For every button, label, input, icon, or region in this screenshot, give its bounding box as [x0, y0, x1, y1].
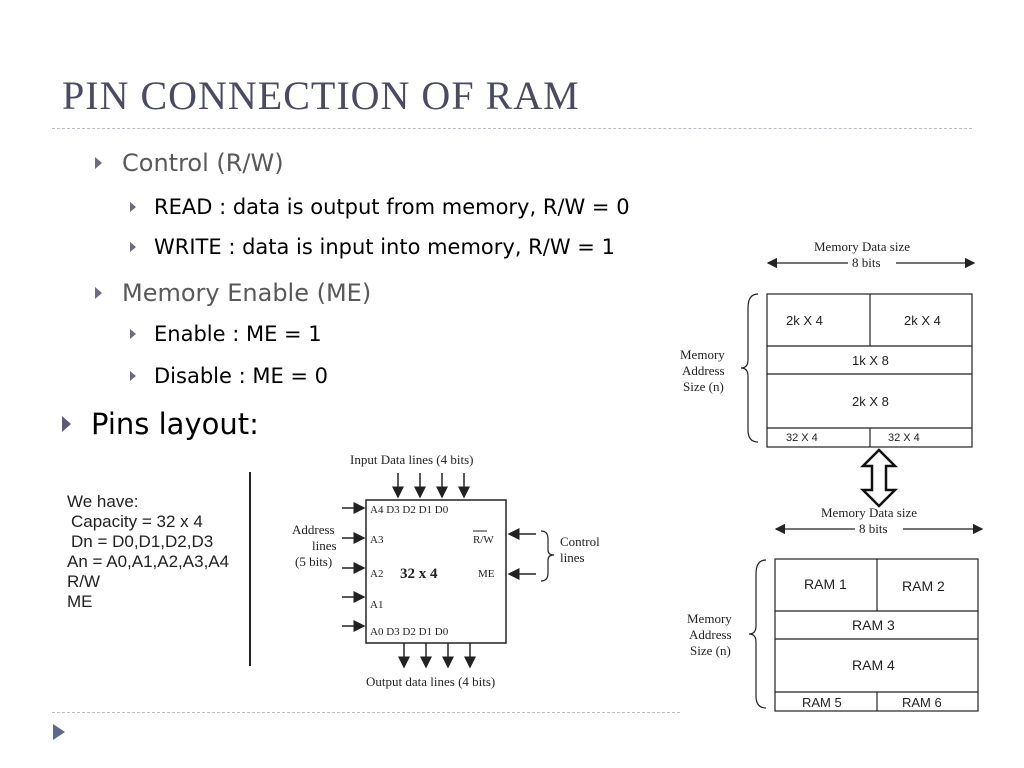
memory-cell: RAM 6 [902, 695, 942, 710]
memory-cell: 2k X 8 [852, 394, 889, 409]
footer-divider [52, 712, 680, 713]
address-size-label: Size (n) [683, 379, 724, 394]
memory-cell: RAM 2 [902, 578, 945, 594]
memory-cell: 32 X 4 [888, 432, 920, 444]
bullet-arrow-icon [95, 157, 102, 169]
pin-a1: A1 [370, 599, 383, 611]
slide-marker-icon [53, 724, 65, 740]
bullet-text: Disable : ME = 0 [154, 364, 329, 388]
address-size-label: Memory [680, 347, 725, 362]
page-title: PIN CONNECTION OF RAM [62, 73, 580, 118]
memory-map-top: Memory Data size 8 bits Memory Address S… [680, 239, 976, 448]
memory-cell: RAM 4 [852, 657, 895, 673]
address-size-label: Address [689, 627, 732, 642]
pin-rw: R/W [473, 534, 494, 546]
memory-cell: RAM 1 [804, 576, 847, 592]
bullet-text: Control (R/W) [122, 149, 284, 177]
bullet-control: Control (R/W) [95, 149, 284, 177]
bullet-text: Memory Enable (ME) [122, 279, 372, 307]
we-have-me: ME [67, 592, 93, 611]
we-have-dn: Dn = D0,D1,D2,D3 [71, 532, 214, 551]
chip-diagram: Input Data lines (4 bits) A4 D3 D2 D1 D0… [292, 452, 600, 689]
data-size-label: Memory Data size [821, 505, 917, 520]
bullet-arrow-icon [130, 371, 136, 381]
memory-cell: 1k X 8 [852, 353, 889, 368]
we-have-rw: R/W [67, 572, 101, 591]
bullet-arrow-icon [130, 242, 136, 252]
control-brace [540, 530, 555, 582]
address-label: lines [312, 538, 337, 553]
bullet-enable: Enable : ME = 1 [130, 322, 322, 346]
pin-me: ME [478, 568, 495, 580]
we-have-capacity: Capacity = 32 x 4 [71, 512, 203, 531]
address-label: (5 bits) [295, 554, 332, 569]
bullet-text: Pins layout: [91, 407, 259, 441]
memory-cell: RAM 5 [802, 695, 842, 710]
output-lines-label: Output data lines (4 bits) [366, 674, 495, 689]
control-label: lines [560, 550, 585, 565]
bullet-write: WRITE : data is input into memory, R/W =… [130, 235, 615, 259]
bullet-arrow-icon [62, 416, 71, 432]
bullet-text: Enable : ME = 1 [154, 322, 322, 346]
title-divider [52, 128, 972, 129]
double-arrow-icon [859, 448, 899, 508]
input-lines-label: Input Data lines (4 bits) [350, 452, 473, 467]
data-bits-label: 8 bits [859, 521, 888, 536]
memory-map-bottom: Memory Data size 8 bits Memory Address S… [687, 505, 984, 712]
we-have-heading: We have: [67, 492, 139, 511]
bullet-arrow-icon [95, 287, 102, 299]
memory-cell: 2k X 4 [786, 313, 823, 328]
bullet-arrow-icon [130, 202, 136, 212]
memory-cell: 32 X 4 [786, 432, 818, 444]
bullet-memory-enable: Memory Enable (ME) [95, 279, 371, 307]
bullet-text: READ : data is output from memory, R/W =… [154, 195, 630, 219]
memory-cell: 2k X 4 [904, 313, 941, 328]
bullet-arrow-icon [130, 329, 136, 339]
bullet-disable: Disable : ME = 0 [130, 364, 328, 388]
bullet-text: WRITE : data is input into memory, R/W =… [154, 235, 615, 259]
pin-a3: A3 [370, 534, 384, 546]
control-label: Control [560, 534, 600, 549]
address-label: Address [292, 522, 335, 537]
we-have-block: We have: Capacity = 32 x 4 Dn = D0,D1,D2… [67, 492, 229, 612]
bullet-pins-layout: Pins layout: [62, 407, 259, 441]
address-brace [740, 293, 759, 443]
bullet-read: READ : data is output from memory, R/W =… [130, 195, 630, 219]
data-bits-label: 8 bits [852, 255, 881, 270]
memory-cell: RAM 3 [852, 617, 895, 633]
vertical-divider [249, 472, 251, 666]
chip-bottom-pins: A0 D3 D2 D1 D0 [370, 626, 449, 638]
chip-box [365, 499, 507, 644]
address-size-label: Memory [687, 611, 732, 626]
address-size-label: Address [682, 363, 725, 378]
address-size-label: Size (n) [690, 643, 731, 658]
pin-a2: A2 [370, 568, 383, 580]
chip-label: 32 x 4 [400, 566, 438, 582]
chip-top-pins: A4 D3 D2 D1 D0 [370, 504, 449, 516]
address-brace [748, 559, 767, 709]
data-size-label: Memory Data size [814, 239, 910, 254]
we-have-an: An = A0,A1,A2,A3,A4 [67, 552, 230, 571]
